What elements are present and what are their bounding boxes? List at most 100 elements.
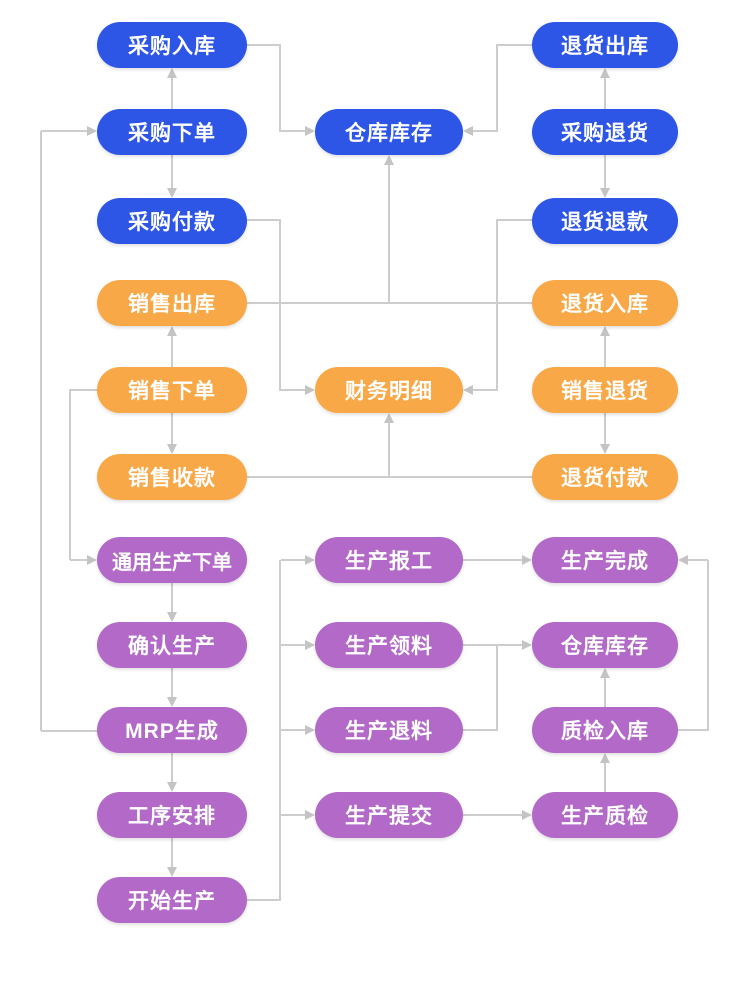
connector-line [463,559,522,561]
connector-arrowhead [167,782,177,792]
connector-line [171,413,173,448]
node-tuihuo-fukuan: 退货付款 [532,454,678,500]
connector-line [279,44,281,132]
connector-line [678,729,709,731]
connector-line [604,676,606,707]
connector-arrowhead [522,810,532,820]
connector-line [171,668,173,697]
connector-arrowhead [600,444,610,454]
connector-line [388,423,390,478]
connector-line [281,729,305,731]
connector-line [70,559,87,561]
node-cangku-kucun-production: 仓库库存 [532,622,678,668]
node-zhijian-ruku: 质检入库 [532,707,678,753]
node-shengchan-tijiao: 生产提交 [315,792,463,838]
connector-line [171,334,173,367]
connector-arrowhead [522,555,532,565]
node-caigou-fukuan: 采购付款 [97,198,247,244]
connector-line [281,130,305,132]
node-xiaoshou-xiadan: 销售下单 [97,367,247,413]
connector-line [41,130,87,132]
node-xiaoshou-shoukuan: 销售收款 [97,454,247,500]
connector-line [604,155,606,190]
connector-arrowhead [167,697,177,707]
connector-arrowhead [305,555,315,565]
node-shengchan-baogong: 生产报工 [315,537,463,583]
connector-line [463,729,498,731]
connector-line [247,899,281,901]
connector-arrowhead [305,385,315,395]
connector-arrowhead [87,126,97,136]
connector-arrowhead [522,640,532,650]
connector-line [279,560,281,901]
connector-arrowhead [167,867,177,877]
connector-arrowhead [305,810,315,820]
node-mrp-shengcheng: MRP生成 [97,707,247,753]
connector-line [496,44,498,132]
node-kaishi-shengchan: 开始生产 [97,877,247,923]
connector-arrowhead [167,188,177,198]
connector-arrowhead [463,126,473,136]
connector-arrowhead [384,413,394,423]
connector-arrowhead [305,725,315,735]
connector-arrowhead [600,668,610,678]
connector-arrowhead [463,385,473,395]
connector-line [171,155,173,190]
connector-line [171,583,173,612]
connector-arrowhead [600,188,610,198]
connector-line [281,389,305,391]
node-shengchan-lingliao: 生产领料 [315,622,463,668]
connector-line [70,389,97,391]
connector-line [496,219,498,391]
node-xiaoshou-tuihuo: 销售退货 [532,367,678,413]
connector-line [463,814,522,816]
connector-line [388,165,390,304]
node-caigou-tuihuo: 采购退货 [532,109,678,155]
connector-line [496,645,498,731]
node-shengchan-zhijian: 生产质检 [532,792,678,838]
connector-line [473,389,497,391]
connector-arrowhead [167,444,177,454]
connector-line [247,44,280,46]
node-shengchan-wancheng: 生产完成 [532,537,678,583]
connector-line [707,560,709,731]
connector-line [604,761,606,792]
node-gongxu-anpai: 工序安排 [97,792,247,838]
node-tuihuo-chuku: 退货出库 [532,22,678,68]
connector-line [171,753,173,782]
connector-line [281,559,305,561]
connector-arrowhead [305,640,315,650]
connector-line [604,334,606,367]
connector-arrowhead [167,68,177,78]
connector-line [604,76,606,109]
connector-arrowhead [384,155,394,165]
connector-line [497,219,532,221]
connector-line [463,644,522,646]
connector-line [171,838,173,867]
connector-arrowhead [600,68,610,78]
connector-arrowhead [678,555,688,565]
node-caigou-ruku: 采购入库 [97,22,247,68]
connector-line [69,389,71,560]
connector-line [279,219,281,391]
connector-arrowhead [87,555,97,565]
connector-line [247,219,280,221]
connector-arrowhead [167,612,177,622]
node-caiwu-mingxi: 财务明细 [315,367,463,413]
connector-line [688,559,708,561]
node-tuihuo-tuikuan: 退货退款 [532,198,678,244]
node-cangku-kucun: 仓库库存 [315,109,463,155]
connector-arrowhead [600,326,610,336]
node-queren-shengchan: 确认生产 [97,622,247,668]
connector-arrowhead [305,126,315,136]
connector-line [281,644,305,646]
connector-arrowhead [167,326,177,336]
node-shengchan-tuiliao: 生产退料 [315,707,463,753]
connector-line [171,76,173,109]
connector-line [281,814,305,816]
node-tuihuo-ruku: 退货入库 [532,280,678,326]
connector-arrowhead [600,753,610,763]
node-caigou-xiadan: 采购下单 [97,109,247,155]
node-tongyong-shengchan-xiadan: 通用生产下单 [97,537,247,583]
connector-line [604,413,606,448]
